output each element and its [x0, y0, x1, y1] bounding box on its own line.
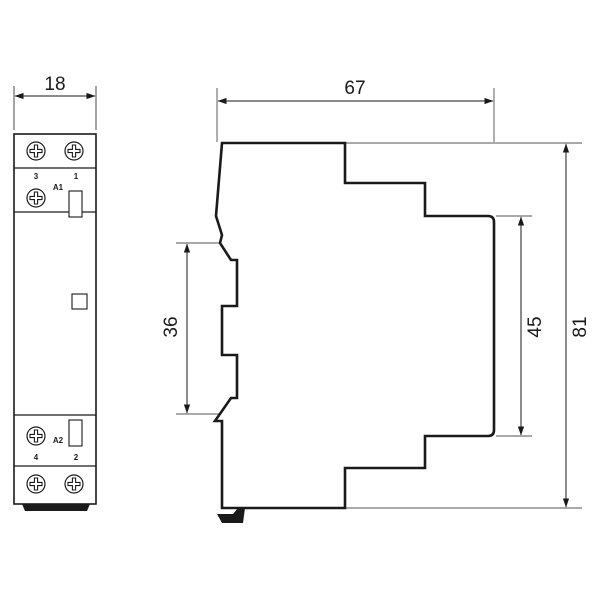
terminal-3-label: 3 — [34, 172, 39, 181]
terminal-1-screw-icon[interactable] — [64, 141, 84, 161]
front-view: 18 3 1 A1 A2 4 2 — [13, 74, 97, 511]
width-dimension: 18 — [13, 74, 97, 130]
terminal-a1-label: A1 — [53, 183, 64, 192]
side-din-clip — [217, 508, 245, 523]
overall-height-dimension-label: 81 — [570, 316, 591, 337]
top-indicator-window — [68, 190, 83, 218]
width-dimension-label: 18 — [44, 74, 65, 95]
rail-dimension-label: 36 — [161, 316, 182, 337]
overall-height-dimension: 81 — [562, 143, 591, 508]
terminal-a2-label: A2 — [53, 436, 64, 445]
front-height-dimension-label: 45 — [525, 316, 546, 337]
center-indicator-window — [71, 293, 88, 310]
side-view: 67 36 45 81 — [161, 78, 591, 523]
terminal-2-label: 2 — [74, 453, 79, 462]
terminal-a1-screw-icon[interactable] — [26, 188, 46, 208]
terminal-4-label: 4 — [34, 453, 39, 462]
terminal-4-screw-icon[interactable] — [26, 474, 46, 494]
terminal-a2-screw-icon[interactable] — [26, 426, 46, 446]
depth-dimension: 67 — [217, 78, 494, 105]
bottom-indicator-window — [68, 419, 83, 447]
terminal-3-screw-icon[interactable] — [26, 141, 46, 161]
terminal-1-label: 1 — [74, 172, 79, 181]
rail-dimension: 36 — [161, 243, 191, 414]
front-din-clip — [22, 504, 90, 511]
depth-dimension-label: 67 — [344, 78, 365, 99]
side-profile-outline — [212, 141, 496, 510]
terminal-2-screw-icon[interactable] — [64, 474, 84, 494]
front-height-dimension: 45 — [517, 216, 546, 436]
